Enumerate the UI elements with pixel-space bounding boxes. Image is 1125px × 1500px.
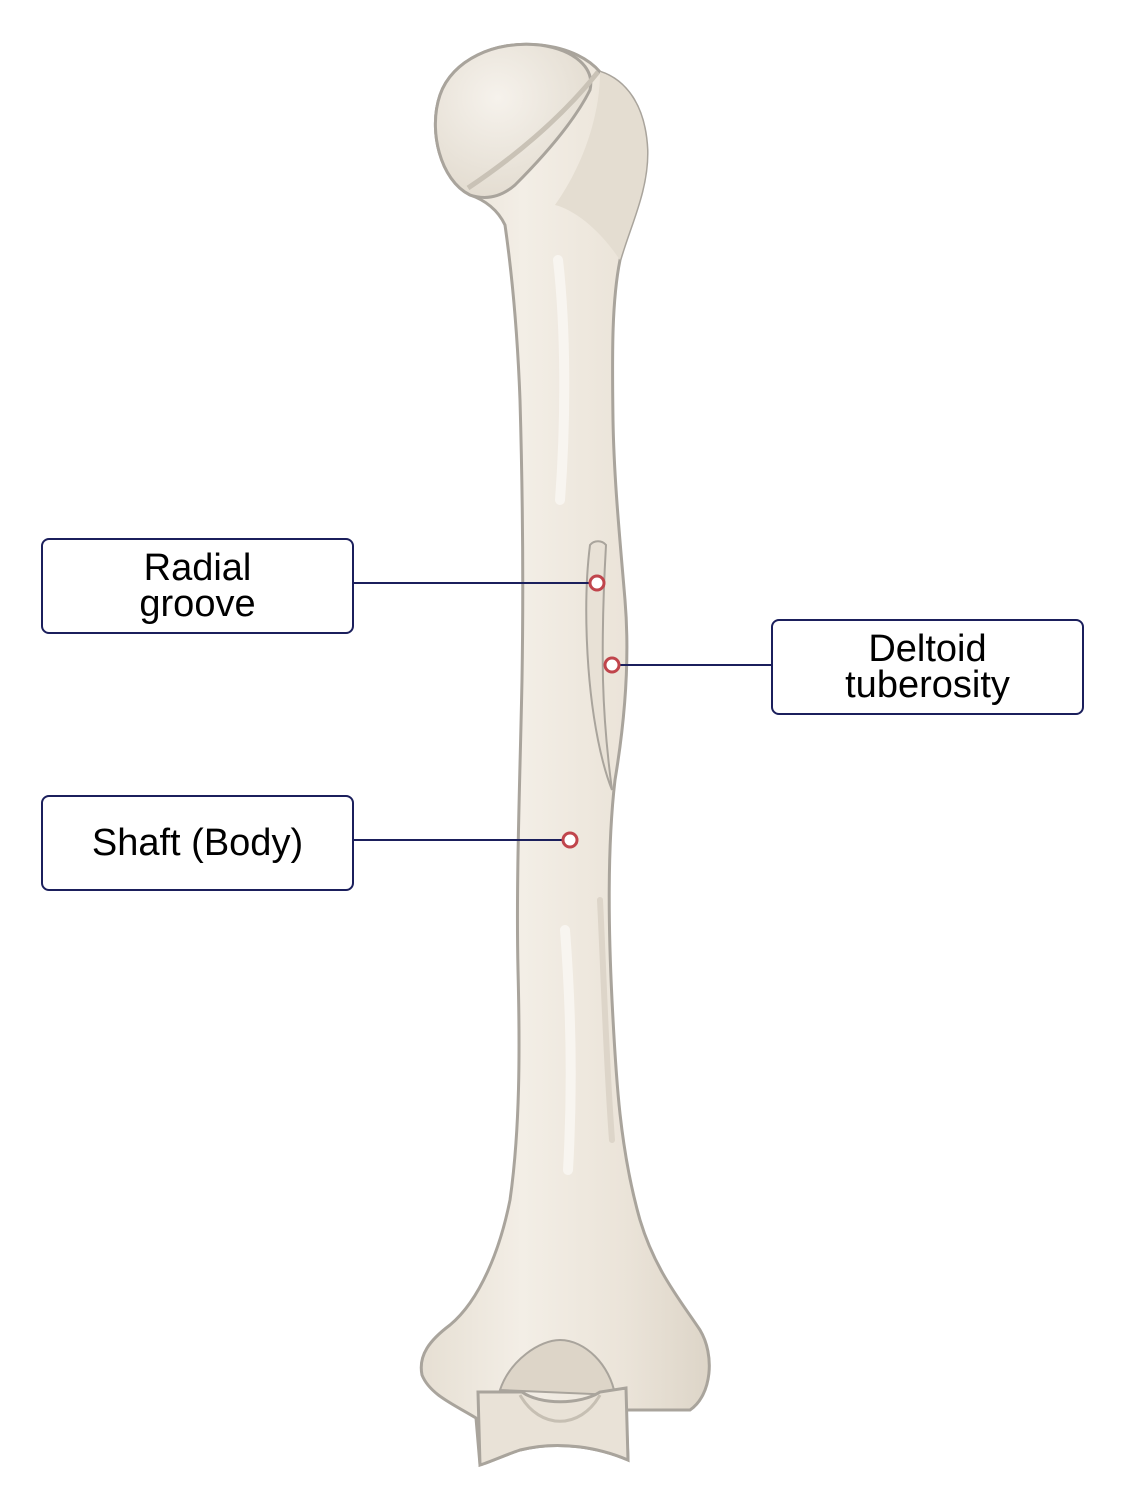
deltoid-tuberosity-label: Deltoid tuberosity [771,619,1084,715]
radial-groove-marker [588,574,606,592]
shaft-marker [561,831,579,849]
deltoid-tuberosity-marker [603,656,621,674]
shaft-shadow-right [597,897,615,1143]
greater-tubercle [555,72,648,260]
trochlea-groove [518,1394,602,1423]
radial-groove-label: Radial groove [41,538,354,634]
shaft-highlight-upper [553,255,570,505]
shaft-label-text: Shaft (Body) [91,822,304,864]
radial-groove-label-line2: groove [139,583,256,625]
anatomical-neck-line [466,70,600,191]
bone-body [419,42,711,1467]
shaft-highlight-lower [560,925,576,1175]
humeral-head [433,42,593,199]
shaft-label: Shaft (Body) [41,795,354,891]
olecranon-fossa [498,1338,617,1397]
radial-groove-label-line1: Radial [143,547,252,589]
deltoid-tuberosity-label-line1: Deltoid [868,628,987,670]
deltoid-tuberosity-label-line2: tuberosity [845,664,1010,706]
radial-groove-ridge [585,540,613,791]
